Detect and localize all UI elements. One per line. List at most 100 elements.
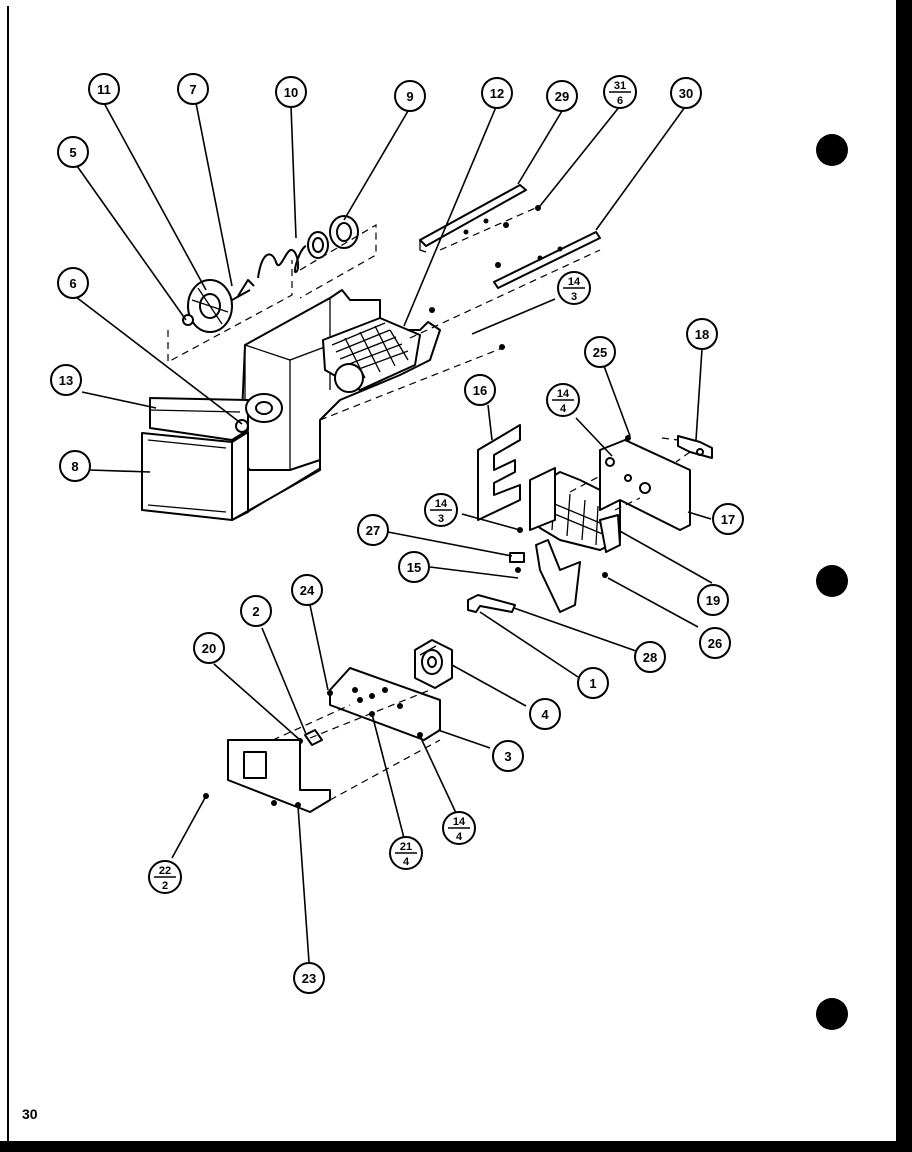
callout-circle <box>398 551 430 583</box>
callout-circle <box>57 136 89 168</box>
callout-number: 18 <box>695 327 709 342</box>
callout-20: 20 <box>193 632 225 664</box>
callout-number: 1 <box>589 676 596 691</box>
callout-circle <box>481 77 513 109</box>
callout-circle <box>193 632 225 664</box>
callout-19: 19 <box>697 584 729 616</box>
front-bracket <box>149 397 249 441</box>
callout-12: 12 <box>481 77 513 109</box>
callout-number: 23 <box>302 971 316 986</box>
callout-number: 10 <box>284 85 298 100</box>
fill-trough <box>599 514 621 553</box>
callout-14-4b: 144 <box>442 811 476 845</box>
callout-circle <box>240 595 272 627</box>
binder-holes <box>816 134 848 1030</box>
callout-number: 13 <box>59 373 73 388</box>
callout-circle <box>699 627 731 659</box>
callout-16: 16 <box>464 374 496 406</box>
auger-spring <box>257 245 307 279</box>
callout-circle <box>492 740 524 772</box>
callout-number: 5 <box>69 145 76 160</box>
callout-circle <box>634 641 666 673</box>
callout-1: 1 <box>577 667 609 699</box>
callout-25: 25 <box>584 336 616 368</box>
callout-sheet-number: 3 <box>571 291 577 303</box>
binder-hole <box>816 134 848 166</box>
callout-number: 21 <box>400 841 412 853</box>
control-housing <box>599 439 691 531</box>
callout-number: 2 <box>252 604 259 619</box>
auger-bucket-assembly <box>141 289 441 521</box>
rail-upper <box>419 184 527 247</box>
callout-23: 23 <box>293 962 325 994</box>
leader-lines <box>75 102 713 963</box>
callout-24: 24 <box>291 574 323 606</box>
callout-3: 3 <box>492 740 524 772</box>
callout-14-4a: 144 <box>546 383 580 417</box>
callout-8: 8 <box>59 450 91 482</box>
callout-21-4: 214 <box>389 836 423 870</box>
thermostat <box>509 552 525 563</box>
callout-number: 31 <box>614 80 626 92</box>
callout-number: 14 <box>453 816 466 828</box>
callout-number: 15 <box>407 560 421 575</box>
callout-number: 3 <box>504 749 511 764</box>
shutoff-arm <box>535 539 581 613</box>
callout-2: 2 <box>240 595 272 627</box>
callout-circle <box>50 364 82 396</box>
callout-27: 27 <box>357 514 389 546</box>
callout-circle <box>670 77 702 109</box>
page-number: 30 <box>22 1106 38 1122</box>
callout-14-3a: 143 <box>557 271 591 305</box>
callout-number: 24 <box>300 583 315 598</box>
callout-number: 16 <box>473 383 487 398</box>
callout-10: 10 <box>275 76 307 108</box>
callout-sheet-number: 2 <box>162 880 168 892</box>
callout-circle <box>275 76 307 108</box>
callout-circle <box>712 503 744 535</box>
washer-small <box>182 314 194 326</box>
callout-circle <box>394 80 426 112</box>
callout-29: 29 <box>546 80 578 112</box>
callout-circle <box>293 962 325 994</box>
callout-28: 28 <box>634 641 666 673</box>
callout-14-3b: 143 <box>424 493 458 527</box>
binder-hole <box>816 565 848 597</box>
callout-number: 27 <box>366 523 380 538</box>
callout-circle <box>57 267 89 299</box>
callout-circle <box>357 514 389 546</box>
auger-components <box>167 215 377 364</box>
binder-hole <box>816 998 848 1030</box>
callout-circle <box>464 374 496 406</box>
callout-number: 20 <box>202 641 216 656</box>
callout-number: 12 <box>490 86 504 101</box>
auger-shaft <box>231 279 255 301</box>
clip <box>304 729 323 746</box>
callout-circle <box>88 73 120 105</box>
callout-7: 7 <box>177 73 209 105</box>
callout-circle <box>177 73 209 105</box>
nut <box>235 419 249 433</box>
callout-26: 26 <box>699 627 731 659</box>
callout-sheet-number: 4 <box>456 831 463 843</box>
auger-opening <box>334 363 364 393</box>
callout-number: 28 <box>643 650 657 665</box>
callout-15: 15 <box>398 551 430 583</box>
callout-18: 18 <box>686 318 718 350</box>
callout-circle <box>577 667 609 699</box>
callout-circle <box>59 450 91 482</box>
callout-22-2: 222 <box>148 860 182 894</box>
callout-number: 11 <box>97 82 111 97</box>
callout-number: 26 <box>708 636 722 651</box>
callout-sheet-number: 4 <box>560 403 567 415</box>
callout-circle <box>686 318 718 350</box>
callout-9: 9 <box>394 80 426 112</box>
callout-circle <box>546 80 578 112</box>
callout-6: 6 <box>57 267 89 299</box>
callout-circle <box>697 584 729 616</box>
callout-number: 30 <box>679 86 693 101</box>
callout-11: 11 <box>88 73 120 105</box>
